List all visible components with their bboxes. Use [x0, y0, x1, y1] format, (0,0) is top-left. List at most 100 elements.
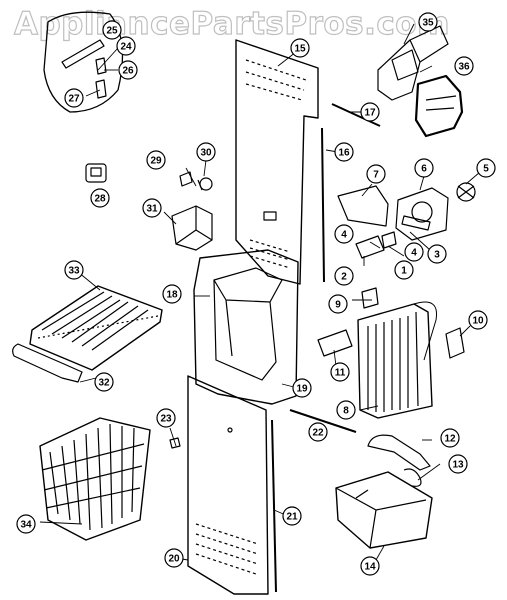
part-31-light-housing	[171, 205, 213, 251]
callout-p30: 30	[196, 142, 216, 162]
callout-circle	[334, 142, 354, 162]
part-5-fan-blade	[456, 182, 476, 202]
part-2-3-4-brackets	[355, 215, 431, 259]
callout-circle	[292, 378, 312, 398]
callout-circle	[328, 294, 348, 314]
callout-p24: 24	[116, 36, 136, 56]
callout-p36: 36	[454, 56, 474, 76]
callout-layer: 1234456789101112131415161718192021222324…	[16, 12, 496, 576]
callout-circle	[102, 20, 122, 40]
callout-number: 22	[312, 428, 324, 439]
part-23-screw	[169, 437, 181, 449]
callout-p3: 3	[427, 244, 447, 264]
part-28-switch	[85, 163, 107, 183]
callout-p6: 6	[414, 158, 434, 178]
callout-p23: 23	[156, 408, 176, 428]
callout-circle	[476, 158, 496, 178]
callout-number: 34	[20, 520, 32, 531]
callout-circle	[94, 372, 114, 392]
callout-p29: 29	[146, 150, 166, 170]
callout-number: 19	[296, 384, 308, 395]
callout-circle	[308, 422, 328, 442]
callout-number: 6	[421, 164, 427, 175]
callout-number: 30	[200, 148, 212, 159]
callout-circle	[366, 164, 386, 184]
callout-p7: 7	[366, 164, 386, 184]
callout-circle	[156, 408, 176, 428]
callout-number: 28	[94, 194, 106, 205]
callout-number: 26	[122, 66, 134, 77]
callout-p27: 27	[64, 88, 84, 108]
callout-circle	[440, 428, 460, 448]
callout-circle	[360, 102, 380, 122]
callout-p1: 1	[394, 260, 414, 280]
part-35-bracket	[377, 25, 449, 101]
part-ice-chute-detail-inset	[43, 11, 124, 113]
callout-p31: 31	[142, 198, 162, 218]
callout-p18: 18	[162, 284, 182, 304]
part-32-shelf-bar	[12, 343, 83, 383]
callout-number: 5	[483, 164, 489, 175]
callout-circle	[16, 514, 36, 534]
part-14-drain-pan	[335, 471, 433, 549]
callout-p4a: 4	[334, 224, 354, 244]
callout-circle	[290, 38, 310, 58]
callout-p26: 26	[118, 60, 138, 80]
callout-p22: 22	[308, 422, 328, 442]
callout-number: 36	[458, 62, 470, 73]
callout-number: 16	[338, 148, 350, 159]
callout-number: 17	[364, 108, 376, 119]
part-11-heater	[317, 329, 353, 357]
callout-circle	[146, 150, 166, 170]
callout-number: 32	[98, 378, 110, 389]
callout-number: 9	[335, 300, 341, 311]
callout-p33: 33	[64, 260, 84, 280]
callout-p34: 34	[16, 514, 36, 534]
callout-circle	[454, 56, 474, 76]
callout-circle	[336, 400, 356, 420]
callout-number: 29	[150, 156, 162, 167]
callout-number: 13	[452, 460, 464, 471]
callout-circle	[394, 260, 414, 280]
callout-p25: 25	[102, 20, 122, 40]
callout-number: 1	[401, 266, 407, 277]
callout-p13: 13	[448, 454, 468, 474]
callout-number: 18	[166, 290, 178, 301]
part-22-strip	[289, 409, 357, 433]
callout-p2: 2	[334, 266, 354, 286]
part-34-wire-basket	[39, 417, 151, 541]
callout-p4b: 4	[404, 242, 424, 262]
callout-number: 10	[472, 316, 484, 327]
part-9-clip	[361, 287, 379, 309]
callout-number: 4	[411, 248, 417, 259]
part-17-strip	[331, 103, 381, 127]
callout-p12: 12	[440, 428, 460, 448]
part-8-evaporator	[357, 301, 438, 419]
callout-circle	[164, 548, 184, 568]
callout-number: 25	[106, 26, 118, 37]
callout-number: 21	[286, 512, 298, 523]
callout-number: 14	[364, 562, 376, 573]
callout-circle	[334, 224, 354, 244]
callout-p17: 17	[360, 102, 380, 122]
callout-number: 27	[68, 94, 80, 105]
callout-number: 31	[146, 204, 158, 215]
callout-circle	[334, 266, 354, 286]
part-21-strip	[271, 419, 277, 593]
callout-p10: 10	[468, 310, 488, 330]
callout-p28: 28	[90, 188, 110, 208]
callout-p32: 32	[94, 372, 114, 392]
callout-number: 4	[341, 230, 347, 241]
callout-number: 12	[444, 434, 456, 445]
part-33-wire-shelf	[29, 285, 163, 371]
callout-number: 7	[373, 170, 379, 181]
callout-number: 33	[68, 266, 80, 277]
callout-circle	[360, 556, 380, 576]
callout-circle	[116, 36, 136, 56]
part-12-drain	[367, 434, 431, 471]
callout-number: 24	[120, 42, 132, 53]
callout-circle	[418, 12, 438, 32]
callout-p19: 19	[292, 378, 312, 398]
part-6-fan-shroud	[395, 187, 449, 241]
callout-number: 2	[341, 272, 347, 283]
